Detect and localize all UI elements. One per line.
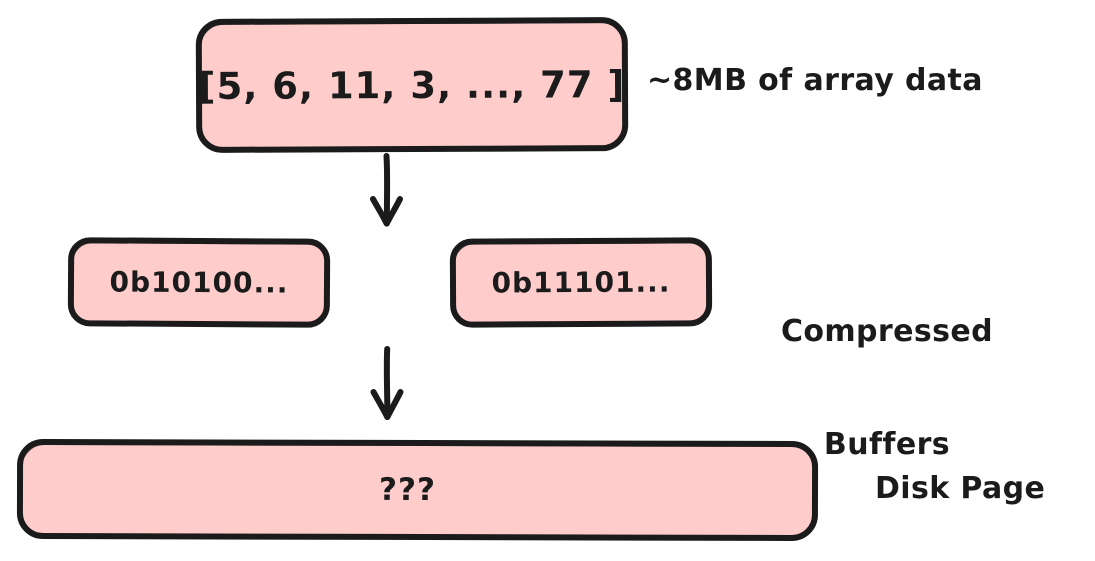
arrow-down-icon (370, 153, 403, 227)
compressed-buffer-2-text: 0b11101... (491, 265, 671, 300)
compressed-buffers-annotation-line-2: Buffers (823, 426, 951, 462)
arrow-down-icon (370, 346, 404, 420)
compressed-buffers-annotation: Compressed Buffers (767, 238, 1007, 538)
array-data-annotation: ~8MB of array data (647, 63, 983, 98)
compressed-buffer-1-node: 0b10100... (67, 237, 331, 328)
disk-page-node: ??? (16, 438, 819, 542)
compressed-buffers-annotation-line-1: Compressed (780, 314, 994, 349)
array-data-node: [5, 6, 11, 3, ..., 77 ] (195, 17, 629, 153)
compressed-buffer-2-node: 0b11101... (449, 237, 713, 328)
compressed-buffer-1-text: 0b10100... (109, 265, 289, 300)
array-data-text: [5, 6, 11, 3, ..., 77 ] (198, 62, 626, 108)
disk-page-annotation: Disk Page (875, 471, 1046, 506)
disk-page-text: ??? (378, 471, 437, 509)
